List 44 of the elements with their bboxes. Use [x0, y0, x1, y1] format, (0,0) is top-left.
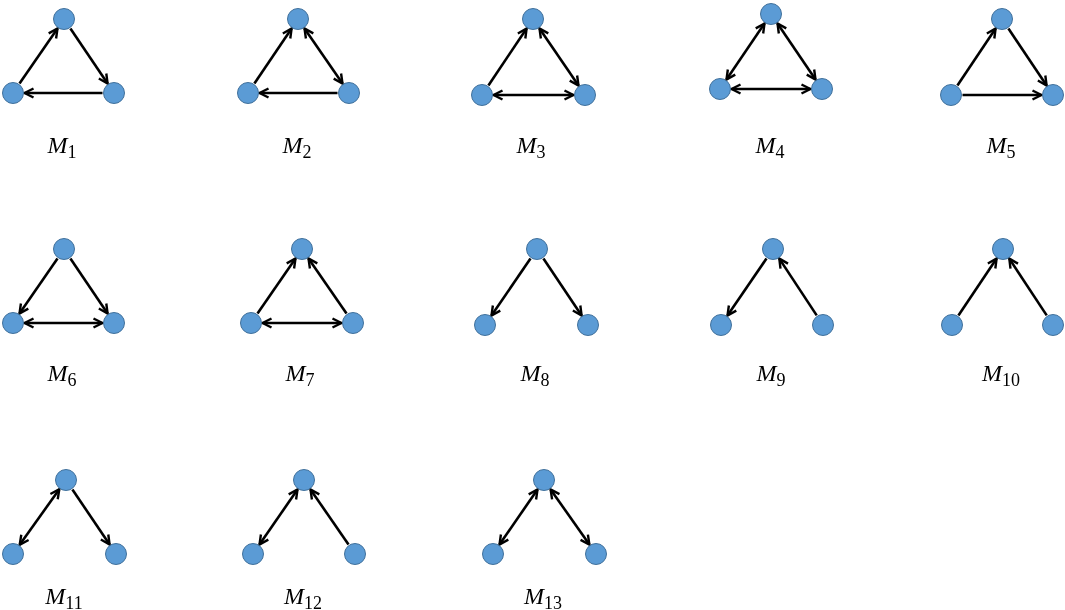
motif-label: M$_{7}$	[285, 361, 315, 385]
double-headed-arrow	[258, 488, 299, 546]
arrow	[1007, 27, 1048, 87]
motif-label: M$_{1}$	[47, 133, 77, 157]
double-headed-arrow	[261, 317, 343, 329]
double-headed-arrow	[730, 83, 812, 95]
double-headed-arrow	[776, 22, 817, 81]
arrow	[957, 257, 998, 317]
double-headed-arrow	[303, 27, 344, 85]
arrow	[542, 257, 583, 317]
motif-label: M$_{11}$	[45, 584, 83, 608]
motif-label: M$_{2}$	[282, 133, 312, 157]
arrow	[69, 257, 109, 315]
double-headed-arrow	[538, 27, 580, 87]
arrow	[23, 87, 103, 99]
motif-label: M$_{8}$	[520, 361, 550, 385]
motif-label: M$_{10}$	[982, 361, 1020, 385]
double-headed-arrow	[549, 488, 591, 546]
arrow	[18, 257, 59, 315]
arrow	[726, 257, 768, 317]
arrow	[256, 257, 297, 315]
double-headed-arrow	[492, 89, 575, 101]
double-headed-arrow	[18, 488, 61, 546]
arrow	[307, 257, 348, 315]
motif-label: M$_{4}$	[755, 133, 785, 157]
motif-label: M$_{3}$	[516, 133, 546, 157]
arrow	[258, 87, 338, 99]
motif-label: M$_{9}$	[756, 361, 786, 385]
double-headed-arrow	[725, 22, 766, 81]
double-headed-arrow	[23, 317, 104, 329]
arrow	[69, 27, 109, 85]
motif-label: M$_{13}$	[524, 584, 562, 608]
arrow	[71, 488, 111, 546]
arrow	[487, 27, 528, 87]
arrow	[18, 27, 59, 85]
double-headed-arrow	[498, 488, 539, 546]
arrow	[490, 257, 532, 317]
arrow	[309, 488, 350, 546]
motif-label: M$_{12}$	[284, 584, 322, 608]
motif-label: M$_{6}$	[47, 361, 77, 385]
arrow	[253, 27, 293, 85]
arrow	[956, 27, 997, 87]
arrow	[962, 89, 1043, 101]
motif-label: M$_{5}$	[986, 133, 1016, 157]
